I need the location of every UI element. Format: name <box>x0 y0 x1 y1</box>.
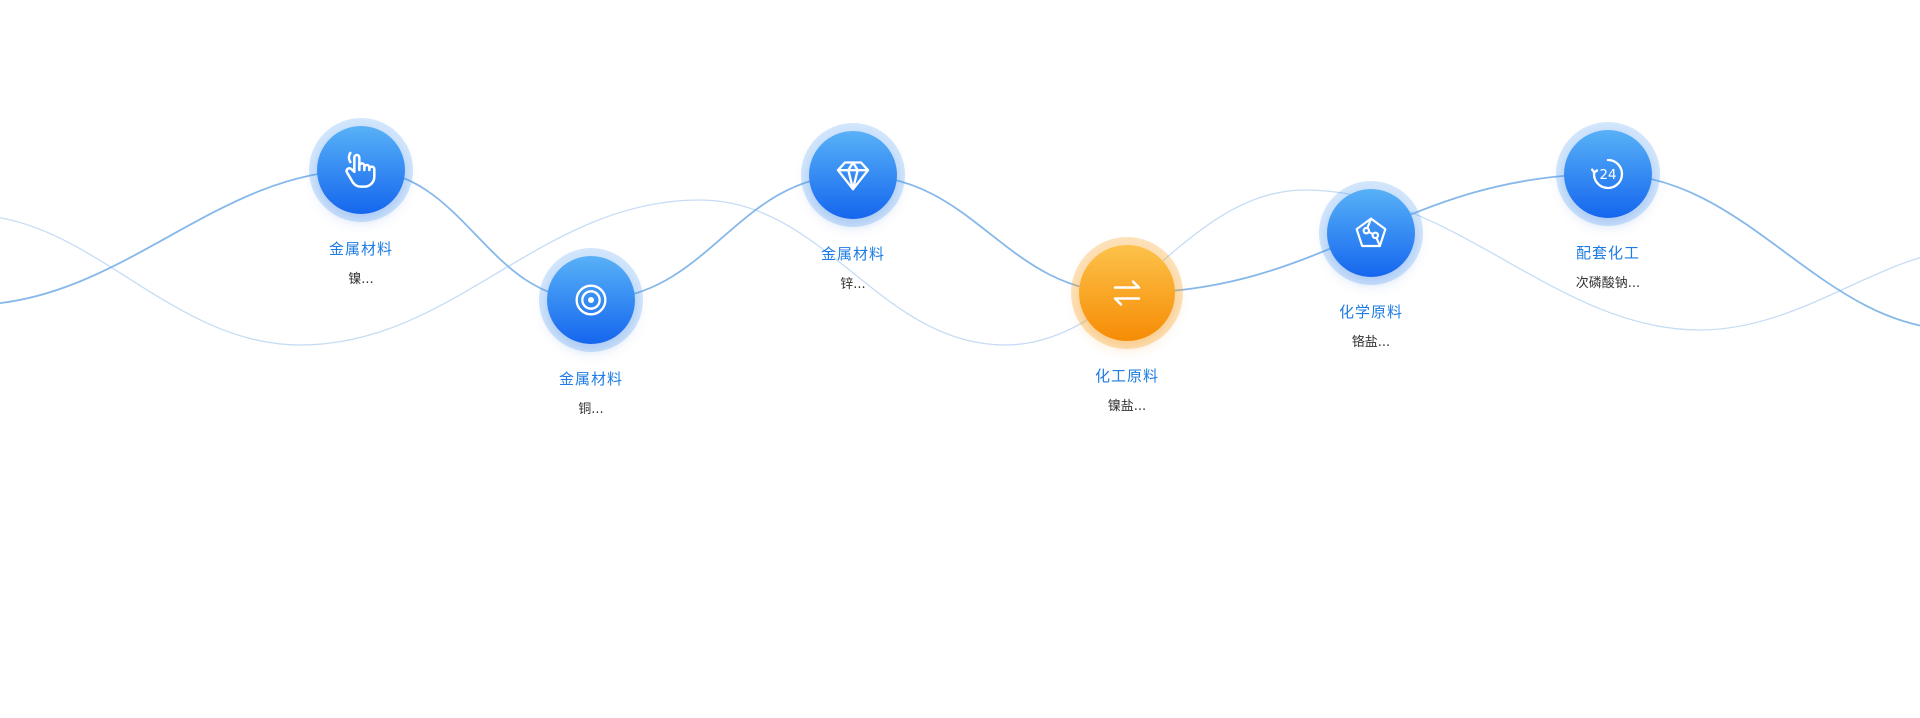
node-subtitle: 锌... <box>840 277 866 292</box>
node-title: 化学原料 <box>1338 303 1403 321</box>
node-halo <box>1071 237 1183 349</box>
24-hour-icon: 24 <box>1591 158 1624 190</box>
category-node-metal-zinc[interactable]: 金属材料 锌... <box>801 123 905 292</box>
24-hour-icon-text: 24 <box>1600 168 1617 183</box>
category-node-chem-chromium-salt[interactable]: 化学原料 铬盐... <box>1319 181 1423 350</box>
node-halo <box>539 248 643 352</box>
node-title: 配套化工 <box>1575 244 1640 262</box>
node-circle[interactable] <box>809 131 897 219</box>
node-halo <box>1319 181 1423 285</box>
ripple-icon <box>575 284 607 316</box>
node-title: 化工原料 <box>1094 367 1159 385</box>
node-circle[interactable] <box>1079 245 1175 341</box>
node-title: 金属材料 <box>558 370 623 388</box>
node-title: 金属材料 <box>328 240 393 258</box>
node-halo <box>309 118 413 222</box>
node-subtitle: 镍盐... <box>1107 399 1147 414</box>
node-subtitle: 镍... <box>348 272 374 287</box>
node-title: 金属材料 <box>820 245 885 263</box>
diamond-icon <box>836 161 870 191</box>
hand-click-icon <box>345 151 376 188</box>
category-node-metal-copper[interactable]: 金属材料 铜... <box>539 248 643 417</box>
node-subtitle: 次磷酸钠... <box>1575 276 1641 291</box>
node-circle[interactable] <box>1327 189 1415 277</box>
node-halo <box>801 123 905 227</box>
node-circle[interactable] <box>547 256 635 344</box>
node-subtitle: 铬盐... <box>1351 335 1391 350</box>
category-node-chem-nickel-salt[interactable]: 化工原料 镍盐... <box>1071 237 1183 414</box>
node-halo: 24 <box>1556 122 1660 226</box>
category-node-supporting-chem[interactable]: 24 配套化工 次磷酸钠... <box>1556 122 1660 291</box>
node-subtitle: 铜... <box>578 402 604 417</box>
molecule-icon <box>1355 217 1387 248</box>
exchange-arrows-icon <box>1113 280 1141 306</box>
node-circle[interactable]: 24 <box>1564 130 1652 218</box>
node-circle[interactable] <box>317 126 405 214</box>
category-node-metal-nickel[interactable]: 金属材料 镍... <box>309 118 413 287</box>
